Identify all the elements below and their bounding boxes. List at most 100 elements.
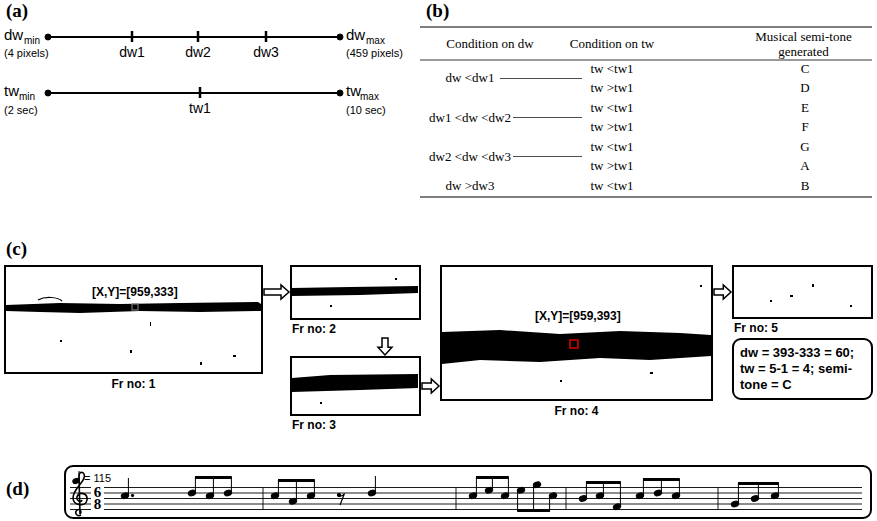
- coordinate-text: [X,Y]=[959,333]: [92, 285, 178, 299]
- frame-border: [290, 356, 421, 416]
- panel-letter: (d): [6, 478, 29, 500]
- axis-tick: [197, 31, 200, 42]
- note-stem: [643, 479, 644, 495]
- video-frame: Fr no: 3: [290, 356, 421, 433]
- tw-axis: [45, 87, 343, 98]
- noise-speck: [812, 284, 814, 287]
- axis-line: [48, 36, 340, 38]
- axis-value: (2 sec): [4, 104, 38, 117]
- table-cell: E: [765, 100, 845, 115]
- note-stem: [517, 491, 518, 511]
- tracked-point: [132, 304, 138, 310]
- staff-line: [70, 504, 862, 505]
- frame-border: [732, 265, 873, 319]
- note-beam: [738, 482, 779, 485]
- note-stem: [549, 497, 550, 511]
- block-arrow: [714, 285, 731, 299]
- table-rule: [513, 156, 582, 157]
- note-stem: [375, 476, 376, 492]
- noise-speck: [200, 362, 202, 365]
- frame-border: [440, 265, 713, 401]
- tick-label: tw1: [180, 100, 220, 116]
- block-arrow: [422, 379, 439, 393]
- video-frame: Fr no: 2: [290, 265, 421, 337]
- note-stem: [278, 480, 279, 495]
- axis-tick: [199, 87, 202, 98]
- block-arrow: [264, 285, 289, 299]
- note-stem: [533, 486, 534, 511]
- video-frame: [X,Y]=[959,393] Fr no: 4: [440, 265, 713, 419]
- object-blob: [442, 330, 711, 364]
- frame-caption: Fr no: 4: [440, 404, 713, 418]
- table-cell: tw >tw1: [572, 119, 652, 134]
- tick-label: dw1: [112, 44, 152, 60]
- table-cell: B: [765, 178, 845, 193]
- table-cell: dw1 <dw <dw2: [420, 110, 520, 125]
- note-stem: [758, 483, 759, 498]
- table-cell: G: [765, 139, 845, 154]
- frame-caption: Fr no: 1: [4, 377, 263, 391]
- frame-caption: Fr no: 2: [292, 322, 336, 336]
- note-stem: [128, 478, 129, 495]
- frame-caption: Fr no: 5: [734, 321, 778, 335]
- axis-subscript: min: [24, 35, 40, 47]
- note-beam: [278, 479, 315, 482]
- table-cell: dw >dw3: [420, 178, 520, 193]
- noise-speck: [60, 340, 62, 342]
- axis-value: (4 pixels): [4, 47, 49, 60]
- note-stem: [231, 477, 232, 492]
- bar-line: [566, 488, 567, 510]
- panel-letter: (b): [426, 0, 449, 22]
- result-text: dw = 393-333 = 60; tw = 5-1 = 4; semi-to…: [740, 345, 865, 393]
- eighth-rest: [339, 494, 345, 506]
- table-header: Musical semi-tone generated: [735, 29, 872, 59]
- table-cell: C: [765, 61, 845, 76]
- axis-dot: [45, 90, 51, 96]
- note-stem: [738, 483, 739, 503]
- tick-label: dw3: [246, 44, 286, 60]
- note-stem: [296, 480, 297, 500]
- axis-dot: [337, 90, 343, 96]
- table-cell: F: [765, 119, 845, 134]
- result-box: dw = 393-333 = 60; tw = 5-1 = 4; semi-to…: [732, 338, 873, 400]
- staff: [70, 488, 862, 510]
- table-header: Condition on dw: [420, 36, 560, 51]
- staff-line: [70, 498, 862, 499]
- frame-border: [290, 265, 421, 320]
- axis-line: [48, 92, 340, 94]
- noise-speck: [130, 350, 132, 353]
- note-dot: [131, 494, 133, 496]
- note-beam: [195, 476, 232, 479]
- table-header: Condition on tw: [552, 36, 672, 51]
- axis-label: dw: [346, 26, 365, 43]
- bar-line: [456, 488, 457, 510]
- bar-line: [718, 488, 719, 510]
- staff-line: [70, 487, 862, 488]
- note-beam: [517, 509, 550, 512]
- axis-label: tw: [346, 82, 361, 99]
- object-contour: [38, 297, 62, 301]
- table-cell: tw <tw1: [572, 178, 652, 193]
- noise-speck: [330, 305, 332, 307]
- table-cell: dw2 <dw <dw3: [420, 149, 520, 164]
- noise-speck: [395, 278, 397, 280]
- axis-label: tw: [4, 82, 19, 99]
- axis-label: dw: [4, 26, 23, 43]
- tracked-point: [570, 340, 578, 348]
- score-frame: [65, 466, 871, 518]
- object-blob: [292, 374, 418, 392]
- tempo-mark: = 115: [84, 472, 111, 485]
- axis-tick: [265, 31, 268, 42]
- noise-speck: [320, 402, 322, 404]
- note-stem: [508, 477, 509, 495]
- object-blob: [292, 286, 418, 296]
- note-stem: [586, 482, 587, 498]
- staff-line: [70, 509, 862, 510]
- coordinate-text: [X,Y]=[959,393]: [535, 309, 621, 323]
- table-rule: [500, 78, 582, 79]
- table-cell: tw <tw1: [572, 100, 652, 115]
- table-rule: [420, 60, 872, 61]
- video-frame: Fr no: 5: [732, 265, 873, 336]
